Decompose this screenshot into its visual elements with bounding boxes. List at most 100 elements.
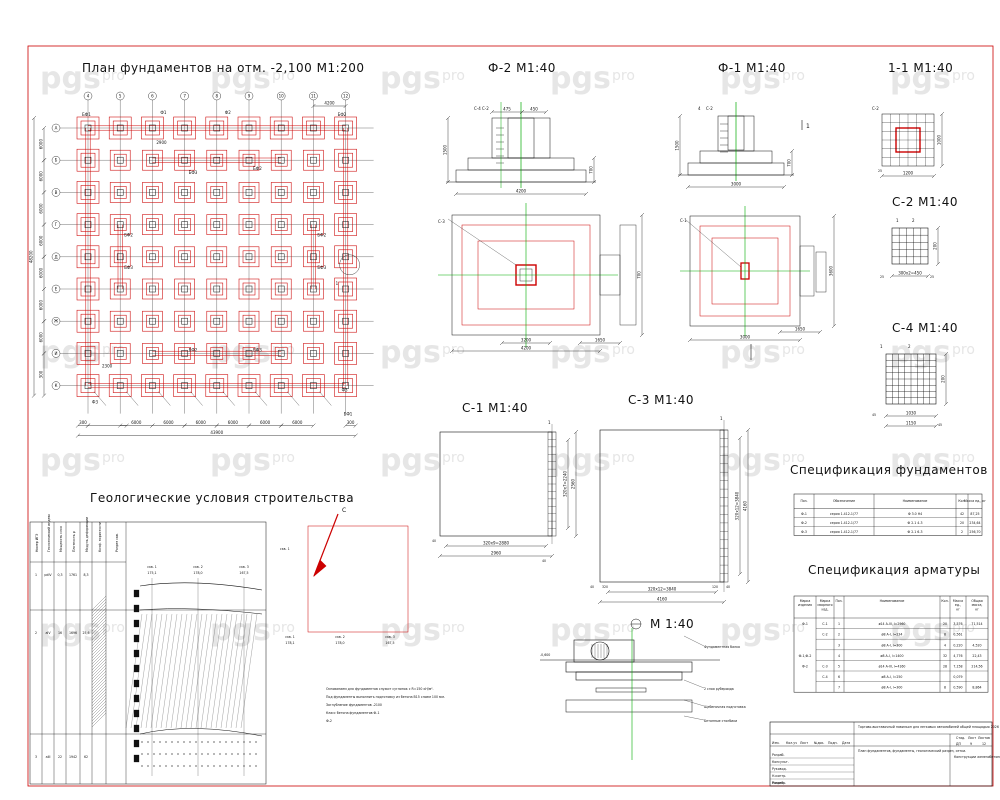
dim-left: 300: [39, 370, 44, 378]
label-bf3: БФ3: [317, 265, 326, 270]
dot: [219, 753, 221, 755]
dim-tick: [549, 553, 555, 559]
c3-dim: 120: [712, 585, 718, 589]
foundation-step-1: [334, 374, 357, 397]
foundation-column: [310, 124, 317, 132]
dim-tick: [831, 323, 837, 329]
hatch: [220, 613, 238, 729]
dim-tick: [353, 423, 358, 428]
foundation-column: [149, 253, 156, 261]
level-mark: -0,600: [540, 653, 550, 657]
spec-a-header: Общая: [971, 599, 982, 603]
well-mark: 167,5: [239, 571, 248, 575]
borehole-block: [133, 709, 140, 718]
dot: [183, 765, 185, 767]
hatch: [91, 637, 107, 653]
watermark-brand: pgs: [40, 613, 101, 648]
c4-dim: 1030: [906, 411, 917, 416]
dim-bottom: 6000: [163, 420, 174, 425]
geo-header: Модуль деформации: [85, 517, 89, 552]
foundation-step-2: [338, 217, 353, 232]
stamp-person: Разраб.: [772, 753, 785, 757]
dot: [171, 753, 173, 755]
dim-tick: [933, 423, 939, 429]
hatch: [205, 613, 223, 729]
foundation-step-1: [238, 214, 260, 235]
dot: [201, 765, 203, 767]
dot: [219, 741, 221, 743]
c2-dim: 25: [930, 275, 934, 279]
foundation-step-2: [80, 249, 96, 265]
watermark-brand: pgs: [890, 613, 951, 648]
hatch: [210, 613, 228, 729]
spec-f-cell: 256,70: [969, 530, 980, 534]
watermark-suffix: pro: [612, 342, 635, 358]
foundation-step-2: [178, 153, 191, 167]
foundation-step-2: [338, 313, 353, 329]
c4-callout: 2: [908, 344, 911, 349]
dim-tick: [797, 337, 803, 343]
stamp-sheet-title: План фундаментов, фундаменты, геологичес…: [858, 749, 966, 753]
foundation-step-1: [269, 374, 293, 397]
dim-left: 6000: [39, 139, 44, 150]
foundation-step-2: [306, 378, 321, 393]
foundation-step-1: [238, 343, 260, 364]
stamp-role: Кол.уч: [786, 741, 797, 745]
dim-left: 6000: [39, 235, 44, 246]
geo-note: Заглубление фундаментов -2100: [326, 703, 382, 707]
dim-tick: [182, 423, 187, 428]
hatch: [91, 676, 107, 692]
watermark-suffix: pro: [272, 68, 295, 84]
foundation-step-2: [80, 185, 96, 200]
block: [595, 687, 647, 693]
foundation-step-1: [206, 214, 228, 235]
geo-cell: 8,3: [83, 573, 88, 577]
watermark-brand: pgs: [550, 61, 611, 96]
foundation-column: [84, 317, 92, 325]
spec-f-header: Масса ед., кг: [964, 499, 986, 503]
dim-tick: [721, 599, 727, 605]
foundation-step-1: [142, 310, 163, 332]
well-plan-label: скв. 1: [285, 635, 295, 639]
dim-left: 6000: [39, 332, 44, 343]
spec-a-header: Марка: [820, 599, 831, 603]
label-bf3: БФ3: [253, 347, 262, 352]
foundation-step-2: [306, 120, 321, 136]
leader: [685, 219, 742, 268]
dim-tick: [597, 348, 603, 354]
hatch: [91, 685, 107, 701]
dot: [153, 741, 155, 743]
foundation-step-1: [237, 374, 261, 397]
label-bf1: БФ1: [82, 112, 91, 117]
borehole-block: [133, 724, 140, 733]
foundation-column: [84, 350, 92, 357]
c2-callout: 2: [912, 218, 915, 223]
watermark-suffix: pro: [442, 68, 465, 84]
dim-tick: [150, 423, 155, 428]
dim-tick: [931, 173, 937, 179]
section-m-label: Фундаментная балка: [704, 645, 740, 649]
foundation-column: [213, 124, 221, 132]
foundation-column: [213, 350, 221, 357]
borehole-block: [133, 604, 140, 613]
hatch: [91, 670, 107, 686]
well-plan-mark: 178,1: [285, 641, 294, 645]
dim-tick: [519, 109, 525, 115]
spec-f-cell: 234,64: [969, 521, 980, 525]
c2-outline: [891, 227, 929, 265]
hatch: [91, 631, 107, 647]
spec-rebar-title: Спецификация арматуры: [808, 563, 980, 577]
stamp-stage: ДП: [956, 742, 961, 746]
spec-a-cell: 20: [943, 622, 947, 626]
spec-a-cell: ø14 А-III, l=4160: [879, 665, 906, 669]
foundation-step-1: [142, 182, 163, 203]
foundation-step-2: [178, 186, 191, 199]
foundation-column: [149, 156, 156, 164]
c1-dim: 40: [542, 559, 546, 563]
foundation-step-2: [241, 120, 257, 136]
foundation-step-2: [338, 378, 353, 393]
watermark-suffix: pro: [102, 68, 125, 84]
watermark-brand: pgs: [550, 613, 611, 648]
foundation-step-1: [76, 116, 100, 140]
